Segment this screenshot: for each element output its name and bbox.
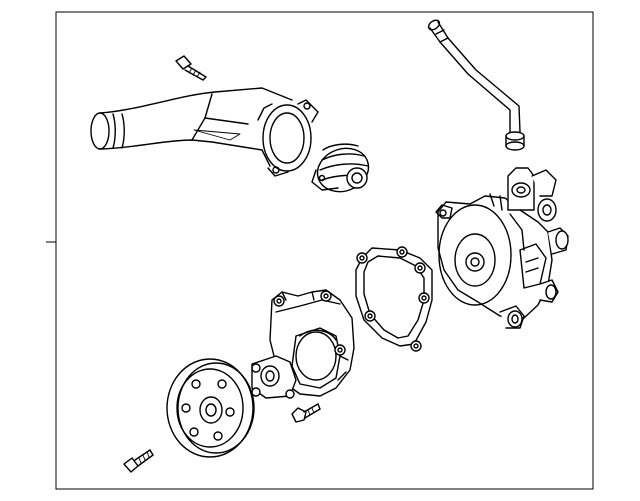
bolt-bottom-icon xyxy=(123,449,154,473)
thermostat-icon xyxy=(311,143,370,193)
bypass-hose-pipe-icon xyxy=(427,19,525,151)
bolt-top-icon xyxy=(175,55,207,81)
pump-pulley-icon xyxy=(166,358,255,458)
housing-gasket-icon xyxy=(355,246,433,352)
bolt-middle-icon xyxy=(291,403,321,423)
water-pump-icon xyxy=(251,289,355,399)
coolant-outlet-pipe-icon xyxy=(90,87,319,177)
diagram-frame xyxy=(55,11,594,490)
thermostat-housing-icon xyxy=(435,167,569,329)
